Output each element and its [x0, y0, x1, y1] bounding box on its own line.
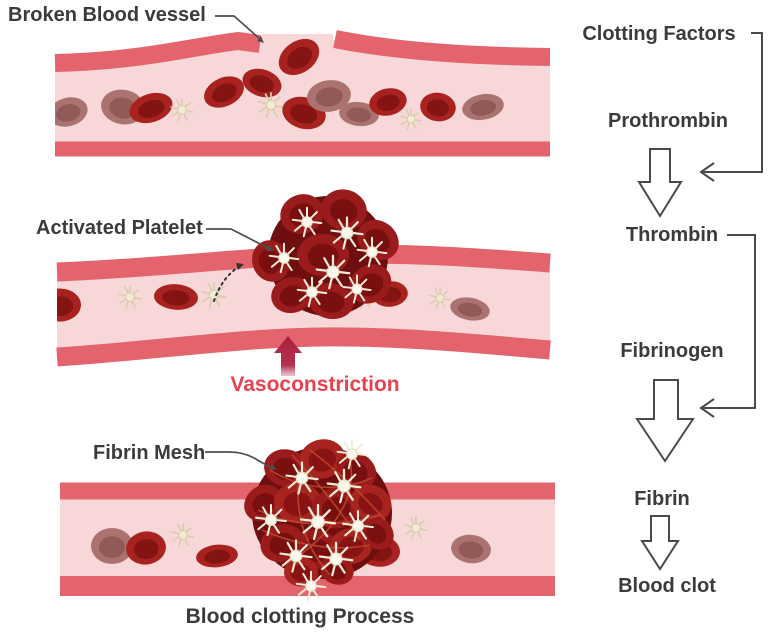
flow-node-clotting-factors: Clotting Factors — [582, 23, 736, 45]
fibrin-mesh-clot — [236, 434, 401, 602]
platelet-adhesion-dashed-arrow — [213, 263, 244, 302]
activated-platelet-leader-line — [206, 228, 274, 251]
vessel-wall-bottom — [56, 327, 551, 367]
flow-node-blood-clot: Blood clot — [618, 575, 716, 597]
diagram-title: Blood clotting Process — [185, 605, 415, 628]
connector-arrowhead-icon — [699, 162, 715, 182]
broken-vessel-illustration — [54, 15, 551, 157]
thrombin-connector — [703, 234, 756, 409]
platelet-plug-cluster — [246, 184, 407, 323]
vasoconstriction-label: Vasoconstriction — [230, 373, 400, 396]
vessel-wall-top-left — [54, 31, 262, 72]
vessel-wall-top-right — [333, 30, 551, 66]
flow-node-fibrin: Fibrin — [634, 488, 690, 510]
flow-node-fibrinogen: Fibrinogen — [620, 340, 724, 362]
down-arrow-icon-fibrin-to-clot — [640, 515, 680, 571]
fibrin-mesh-illustration — [60, 434, 555, 602]
fibrin-mesh-label: Fibrin Mesh — [93, 442, 206, 464]
clotting-factors-connector — [703, 32, 763, 173]
coagulation-cascade-flowchart — [635, 32, 763, 571]
broken-vessel-label: Broken Blood vessel — [8, 4, 206, 26]
broken-vessel-leader-line — [215, 15, 264, 43]
down-arrow-icon-prothrombin-to-thrombin — [637, 148, 683, 218]
flow-node-prothrombin: Prothrombin — [608, 110, 728, 132]
activated-platelet-label: Activated Platelet — [36, 217, 203, 239]
flow-node-thrombin: Thrombin — [625, 224, 719, 246]
connector-arrowhead-icon — [699, 398, 715, 418]
vasoconstriction-arrow-icon — [274, 336, 302, 376]
platelet-plug-illustration — [56, 184, 551, 376]
red-blood-cell — [57, 288, 81, 322]
fibrin-mesh-leader-line — [205, 451, 277, 470]
down-arrow-icon-fibrinogen-to-fibrin — [635, 379, 695, 463]
